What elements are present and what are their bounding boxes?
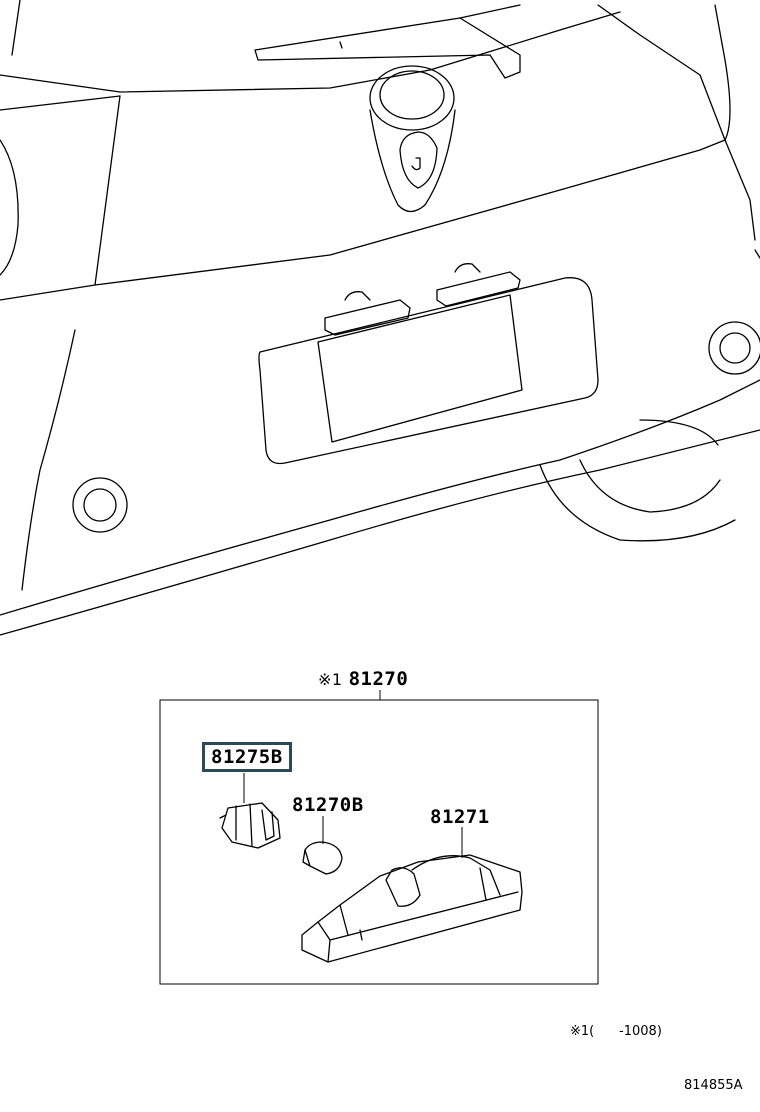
- lamp-lens-part-number: 81271: [430, 806, 490, 828]
- footnote: ※1( -1008): [570, 1024, 662, 1040]
- footnote-mark: ※1: [570, 1024, 590, 1039]
- note-mark: ※1: [318, 670, 343, 689]
- socket-part-number: 81275B: [211, 746, 283, 768]
- part-label-socket[interactable]: 81275B: [202, 742, 292, 772]
- bulb-part-number: 81270B: [292, 794, 364, 816]
- illustration-code: 814855A: [684, 1078, 743, 1093]
- footnote-text: ( -1008): [589, 1024, 662, 1039]
- part-label-lamp-lens[interactable]: 81271: [430, 806, 490, 828]
- assembly-callout: ※1 81270: [318, 668, 408, 691]
- part-label-bulb[interactable]: 81270B: [292, 794, 364, 816]
- assembly-part-number: 81270: [348, 668, 409, 690]
